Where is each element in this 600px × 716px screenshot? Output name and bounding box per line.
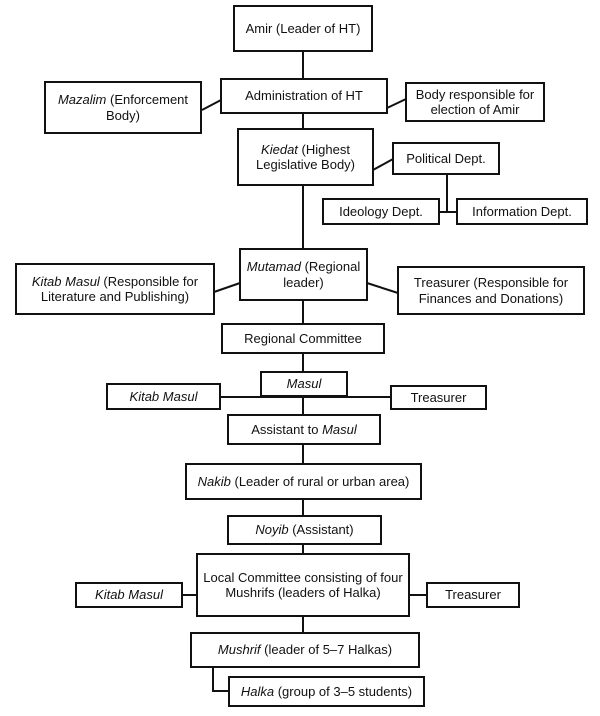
node-regional-committee[interactable]: Regional Committee (221, 323, 385, 354)
node-mazalim[interactable]: Mazalim (Enforcement Body) (44, 81, 202, 134)
node-mazalim-term: Mazalim (57, 92, 107, 108)
node-masul[interactable]: Masul (260, 371, 348, 397)
node-halka-term: Halka (240, 683, 275, 699)
node-local-committee-label: Local Committee consisting of four Mushr… (203, 569, 403, 600)
node-treasurer-2[interactable]: Treasurer (390, 385, 487, 410)
edge-kiedat-mutamad (302, 186, 304, 248)
node-regional-committee-label: Regional Committee (244, 330, 362, 346)
edge-kitab-masul-2-to-masul (219, 396, 304, 398)
node-local-committee[interactable]: Local Committee consisting of four Mushr… (196, 553, 410, 617)
edge-noyib-local-committee (302, 545, 304, 553)
edge-kiedat-political-dept (372, 158, 394, 171)
edge-amir-administration (302, 52, 304, 78)
edge-political-to-information (446, 211, 457, 213)
edge-mushrif-halka-vertical (212, 668, 214, 692)
node-kitab-masul-1-term: Kitab Masul (31, 273, 100, 289)
edge-masul-assistant (302, 397, 304, 414)
node-noyib-rest: (Assistant) (288, 522, 354, 538)
node-ideology-dept[interactable]: Ideology Dept. (322, 198, 440, 225)
node-kitab-masul-1-rest: (Responsible for Literature and Publishi… (40, 273, 199, 304)
edge-local-committee-to-treasurer-3 (408, 594, 427, 596)
edge-assistant-nakib (302, 445, 304, 463)
edge-political-to-depts-stem (446, 175, 448, 212)
node-information-dept[interactable]: Information Dept. (456, 198, 588, 225)
node-kitab-masul-2-term: Kitab Masul (129, 388, 198, 404)
edge-regional-committee-masul (302, 354, 304, 371)
node-mazalim-label: Mazalim (Enforcement Body) (50, 92, 196, 123)
node-election-body-label: Body responsible for election of Amir (415, 86, 535, 117)
node-kitab-masul-1-label: Kitab Masul (Responsible for Literature … (21, 274, 209, 305)
edge-local-committee-mushrif (302, 617, 304, 632)
edge-administration-kiedat (302, 114, 304, 128)
node-administration-label: Administration of HT (245, 88, 363, 104)
node-halka[interactable]: Halka (group of 3–5 students) (228, 676, 425, 707)
node-treasurer-1[interactable]: Treasurer (Responsible for Finances and … (397, 266, 585, 315)
edge-masul-to-treasurer-2 (300, 396, 392, 398)
node-assistant-masul-rest: Assistant to (251, 421, 323, 437)
node-information-dept-label: Information Dept. (472, 203, 572, 219)
node-nakib-label: Nakib (Leader of rural or urban area) (191, 474, 416, 489)
node-mutamad-rest: (Regional leader) (283, 259, 361, 290)
node-kiedat-term: Kiedat (261, 141, 298, 157)
node-kitab-masul-3[interactable]: Kitab Masul (75, 582, 183, 608)
node-nakib[interactable]: Nakib (Leader of rural or urban area) (185, 463, 422, 500)
edge-mutamad-treasurer-1 (366, 282, 399, 294)
node-kitab-masul-3-term: Kitab Masul (95, 587, 163, 603)
node-kiedat-label: Kiedat (Highest Legislative Body) (243, 142, 368, 173)
node-treasurer-3[interactable]: Treasurer (426, 582, 520, 608)
node-mushrif-label: Mushrif (leader of 5–7 Halkas) (196, 642, 414, 657)
node-election-body[interactable]: Body responsible for election of Amir (405, 82, 545, 122)
edge-administration-election-body (386, 98, 407, 109)
node-kitab-masul-3-label: Kitab Masul (81, 587, 177, 602)
node-kiedat[interactable]: Kiedat (Highest Legislative Body) (237, 128, 374, 186)
node-kitab-masul-1[interactable]: Kitab Masul (Responsible for Literature … (15, 263, 215, 315)
node-treasurer-2-label: Treasurer (410, 389, 467, 405)
edge-mushrif-halka-horizontal (212, 690, 229, 692)
edge-kitab-masul-3-to-local-committee (181, 594, 198, 596)
node-mazalim-rest: (Enforcement Body) (106, 92, 189, 123)
node-amir-label: Amir (Leader of HT) (245, 20, 361, 36)
node-assistant-masul-term: Masul (322, 421, 357, 437)
node-treasurer-3-label: Treasurer (445, 587, 501, 603)
node-halka-label: Halka (group of 3–5 students) (234, 684, 419, 699)
node-masul-term: Masul (286, 376, 322, 392)
node-nakib-rest: (Leader of rural or urban area) (230, 473, 410, 489)
node-noyib-term: Noyib (255, 522, 289, 538)
edge-kitab-masul-1-mutamad (213, 282, 241, 293)
node-kiedat-rest: (Highest Legislative Body) (256, 141, 355, 172)
node-mutamad-label: Mutamad (Regional leader) (245, 259, 362, 290)
node-assistant-masul-label: Assistant to Masul (233, 422, 375, 437)
node-administration[interactable]: Administration of HT (220, 78, 388, 114)
node-mushrif-rest: (leader of 5–7 Halkas) (260, 642, 393, 658)
node-kitab-masul-2[interactable]: Kitab Masul (106, 383, 221, 410)
edge-mutamad-regional-committee (302, 301, 304, 323)
node-mushrif-term: Mushrif (217, 642, 261, 658)
node-assistant-masul[interactable]: Assistant to Masul (227, 414, 381, 445)
node-amir[interactable]: Amir (Leader of HT) (233, 5, 373, 52)
edge-mazalim-administration (201, 99, 222, 111)
node-ideology-dept-label: Ideology Dept. (339, 203, 423, 219)
edge-nakib-noyib (302, 500, 304, 515)
node-noyib[interactable]: Noyib (Assistant) (227, 515, 382, 545)
node-mutamad-term: Mutamad (246, 259, 301, 275)
node-masul-label: Masul (266, 376, 342, 391)
node-treasurer-1-label: Treasurer (Responsible for Finances and … (413, 275, 569, 306)
edge-political-to-ideology (440, 211, 448, 213)
node-political-dept-label: Political Dept. (406, 150, 486, 166)
node-mushrif[interactable]: Mushrif (leader of 5–7 Halkas) (190, 632, 420, 668)
node-political-dept[interactable]: Political Dept. (392, 142, 500, 175)
node-noyib-label: Noyib (Assistant) (233, 522, 376, 537)
node-nakib-term: Nakib (197, 473, 231, 489)
node-kitab-masul-2-label: Kitab Masul (112, 389, 215, 404)
node-mutamad[interactable]: Mutamad (Regional leader) (239, 248, 368, 301)
node-halka-rest: (group of 3–5 students) (274, 683, 413, 699)
